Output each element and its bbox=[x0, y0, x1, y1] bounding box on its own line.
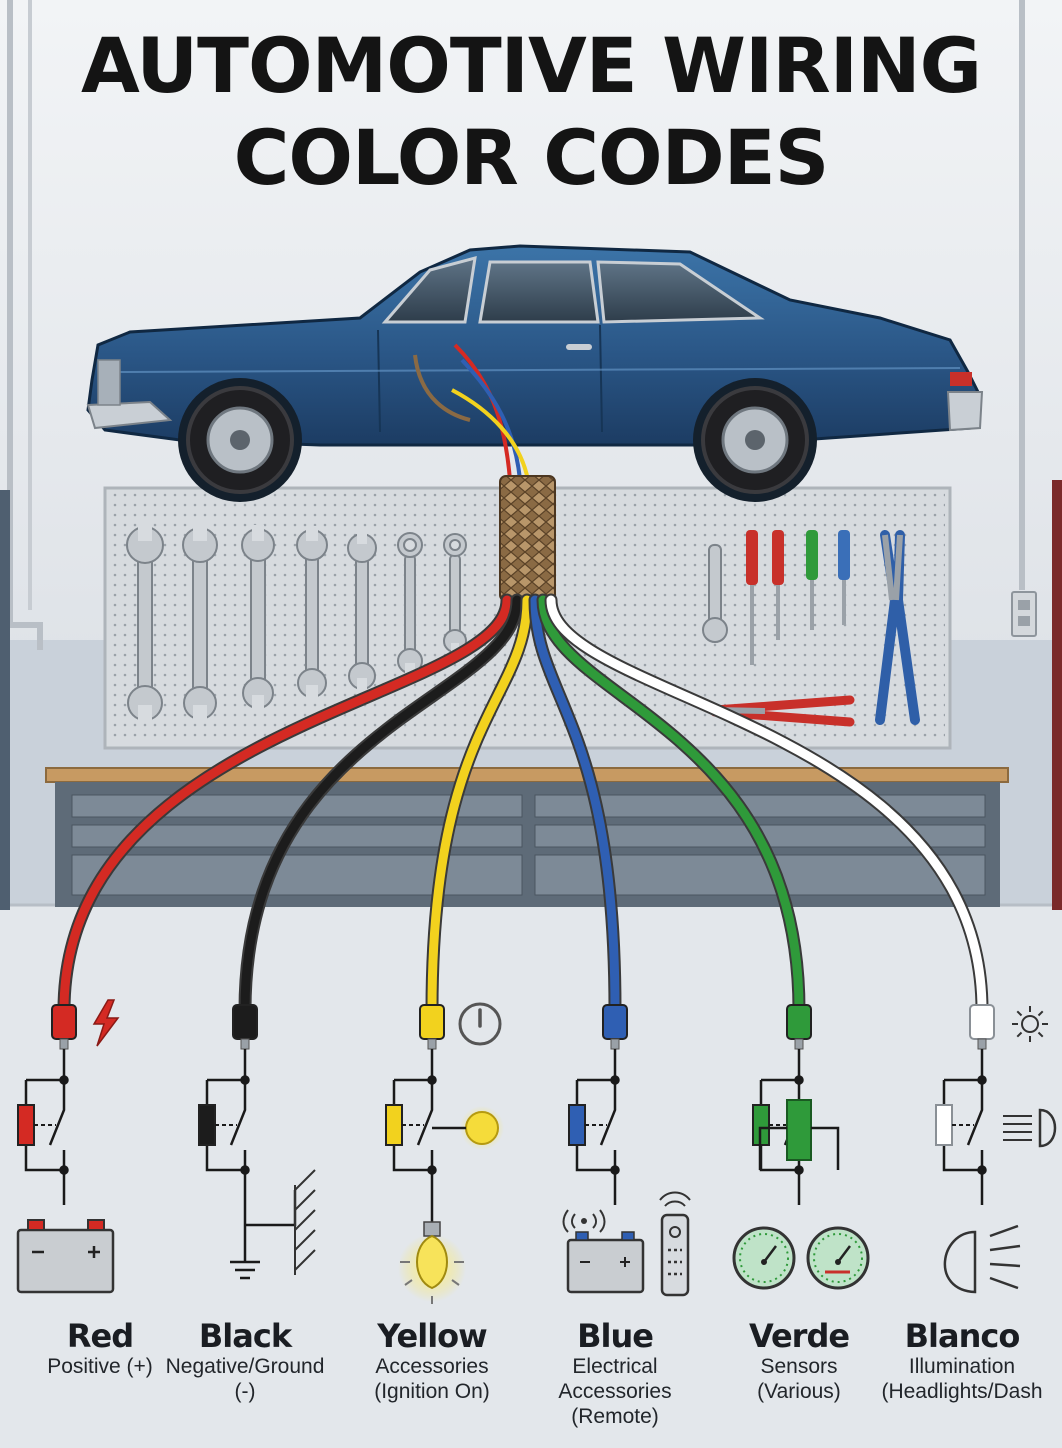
wire-blanco bbox=[546, 595, 987, 1015]
relay-coil bbox=[385, 1104, 403, 1146]
wire-name: Blue bbox=[577, 1317, 654, 1355]
wire-column-red bbox=[17, 1004, 77, 1205]
wire-terminal bbox=[969, 1004, 995, 1040]
wire-name: Blanco bbox=[904, 1317, 1021, 1355]
car bbox=[86, 244, 984, 502]
wrench-set-icon bbox=[126, 523, 467, 723]
wire-bundle bbox=[57, 593, 989, 1017]
wire-column-blue bbox=[568, 1004, 628, 1205]
wire-description-line: (Ignition On) bbox=[374, 1380, 490, 1403]
wire-description-line: (Various) bbox=[757, 1380, 841, 1403]
hand-tools-icon bbox=[702, 530, 920, 727]
wire-column-verde bbox=[752, 1004, 812, 1205]
indicator-lamp-icon bbox=[432, 1106, 504, 1150]
lightning-icon bbox=[92, 999, 120, 1047]
title-line-1: AUTOMOTIVE WIRING bbox=[80, 21, 982, 110]
relay-schematic bbox=[942, 1049, 987, 1205]
wire-columns bbox=[16, 999, 1057, 1304]
wire-red bbox=[59, 595, 512, 1015]
wire-description-line: Electrical bbox=[572, 1355, 658, 1378]
wire-description-line: Accessories bbox=[375, 1355, 489, 1378]
variable-resistor-icon bbox=[758, 1099, 840, 1170]
relay-coil bbox=[935, 1104, 953, 1146]
wall-outlet bbox=[1011, 591, 1037, 637]
relay-coil bbox=[198, 1104, 216, 1146]
wire-harness-braid bbox=[499, 475, 556, 602]
wire-terminal bbox=[51, 1004, 77, 1040]
wire-name: Verde bbox=[748, 1317, 850, 1355]
relay-schematic bbox=[205, 1049, 250, 1205]
relay-coil bbox=[17, 1104, 35, 1146]
wire-column-yellow bbox=[385, 1004, 445, 1205]
light-bulb-icon bbox=[398, 1205, 466, 1304]
relay-coil bbox=[568, 1104, 586, 1146]
wire-name: Yellow bbox=[377, 1317, 487, 1355]
wire-description-line: (Remote) bbox=[571, 1405, 659, 1428]
wire-description-line: (-) bbox=[234, 1380, 256, 1403]
wire-black bbox=[240, 595, 522, 1015]
wire-description-line: (Headlights/Dash bbox=[881, 1380, 1043, 1403]
wire-description-line: Positive (+) bbox=[47, 1355, 153, 1378]
wire-terminal bbox=[419, 1004, 445, 1040]
wire-column-black bbox=[198, 1004, 258, 1205]
wire-description-line: Illumination bbox=[908, 1355, 1016, 1378]
wire-description-line: Sensors bbox=[760, 1355, 838, 1378]
title-line-2: COLOR CODES bbox=[233, 113, 830, 202]
relay-schematic bbox=[24, 1049, 69, 1205]
ground-icon bbox=[230, 1169, 316, 1280]
wire-description-line: Accessories bbox=[558, 1380, 672, 1403]
remote-icon bbox=[562, 1191, 691, 1297]
wire-name: Red bbox=[66, 1317, 134, 1355]
sun-icon bbox=[1012, 1006, 1048, 1042]
gauge-icon bbox=[732, 1226, 870, 1290]
wire-column-blanco bbox=[935, 1004, 995, 1205]
wire-terminal bbox=[232, 1004, 258, 1040]
power-icon bbox=[458, 1002, 502, 1046]
wire-yellow bbox=[427, 595, 532, 1015]
wire-name: Black bbox=[198, 1317, 292, 1355]
battery-icon bbox=[16, 1219, 115, 1294]
wire-terminal bbox=[786, 1004, 812, 1040]
headlight-icon bbox=[943, 1224, 1021, 1294]
headlight-beam-icon bbox=[1003, 1108, 1057, 1148]
wire-description-line: Negative/Ground bbox=[165, 1355, 325, 1378]
wire-blue bbox=[530, 595, 620, 1015]
wire-verde bbox=[538, 595, 804, 1015]
wire-terminal bbox=[602, 1004, 628, 1040]
